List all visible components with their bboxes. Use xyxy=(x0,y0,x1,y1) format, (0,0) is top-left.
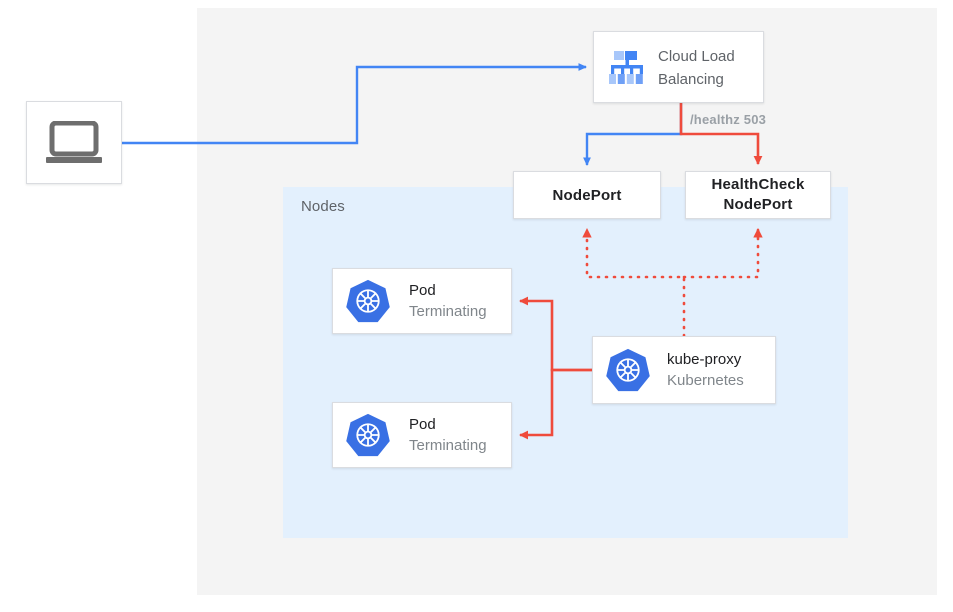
edge-kubeproxy-to-pod-2 xyxy=(519,368,592,440)
kube-proxy-node[interactable]: kube-proxy Kubernetes xyxy=(592,336,776,404)
healthcheck-nodeport-label-line2: NodePort xyxy=(723,196,793,213)
client-node[interactable] xyxy=(26,101,122,184)
kubernetes-icon xyxy=(345,412,391,458)
cloud-load-balancing-node[interactable]: Cloud Load Balancing xyxy=(593,31,764,103)
pod-status-1: Terminating xyxy=(409,303,487,320)
healthcheck-nodeport-label: HealthCheck NodePort xyxy=(711,175,804,215)
edge-kubeproxy-to-nodeports-dotted xyxy=(582,227,763,338)
kube-proxy-text: kube-proxy Kubernetes xyxy=(667,349,744,391)
pod-node-1[interactable]: Pod Terminating xyxy=(332,268,512,334)
healthcheck-nodeport-label-line1: HealthCheck xyxy=(711,176,805,193)
nodeport-label: NodePort xyxy=(552,186,622,204)
cloud-load-balancing-text: Cloud Load Balancing xyxy=(658,45,760,91)
pod-text-2: Pod Terminating xyxy=(409,414,487,456)
edge-client-to-loadbalancer xyxy=(122,63,587,145)
pod-text-1: Pod Terminating xyxy=(409,280,487,322)
cloud-load-balancing-label-line2: Balancing xyxy=(658,71,724,88)
edge-loadbalancer-to-nodeport xyxy=(583,103,683,166)
pod-status-2: Terminating xyxy=(409,437,487,454)
edge-kubeproxy-to-pod-1 xyxy=(519,296,592,372)
nodeport-node[interactable]: NodePort xyxy=(513,171,661,219)
cloud-load-balancing-label-line1: Cloud Load xyxy=(658,48,735,65)
kube-proxy-subtitle: Kubernetes xyxy=(667,372,744,389)
edge-loadbalancer-to-healthcheck-nodeport xyxy=(679,103,763,165)
kubernetes-icon xyxy=(345,278,391,324)
cloud-load-balancing-icon xyxy=(609,51,643,84)
pod-node-2[interactable]: Pod Terminating xyxy=(332,402,512,468)
healthcheck-nodeport-node[interactable]: HealthCheck NodePort xyxy=(685,171,831,219)
pod-title-2: Pod xyxy=(409,416,436,433)
laptop-icon xyxy=(46,120,102,163)
pod-title-1: Pod xyxy=(409,282,436,299)
kubernetes-icon xyxy=(605,347,651,393)
nodes-panel-label: Nodes xyxy=(301,198,345,215)
kube-proxy-title: kube-proxy xyxy=(667,351,742,368)
healthz-edge-label: /healthz 503 xyxy=(690,112,767,127)
